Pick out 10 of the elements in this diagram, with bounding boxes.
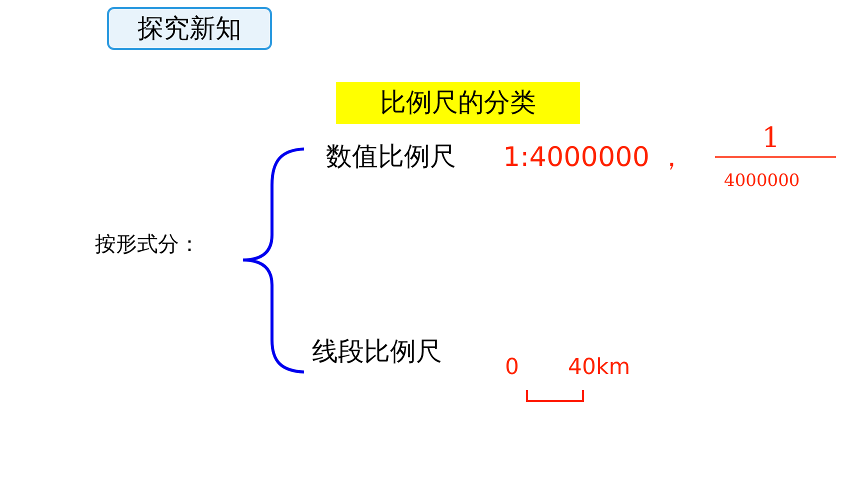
- ratio-text: 1:4000000 ，: [503, 144, 686, 171]
- scale-tick-label: 0: [505, 357, 519, 379]
- scale-type-label: 数值比例尺: [326, 144, 456, 170]
- category-label: 按形式分：: [95, 234, 200, 255]
- denominator: 4000000: [724, 173, 800, 190]
- title-band: 比例尺的分类: [336, 82, 580, 124]
- heading-box: 探究新知: [107, 7, 272, 50]
- scale-type-label: 线段比例尺: [312, 339, 442, 365]
- scale-tick-label: 40km: [568, 357, 630, 379]
- numerator: 1: [762, 124, 780, 152]
